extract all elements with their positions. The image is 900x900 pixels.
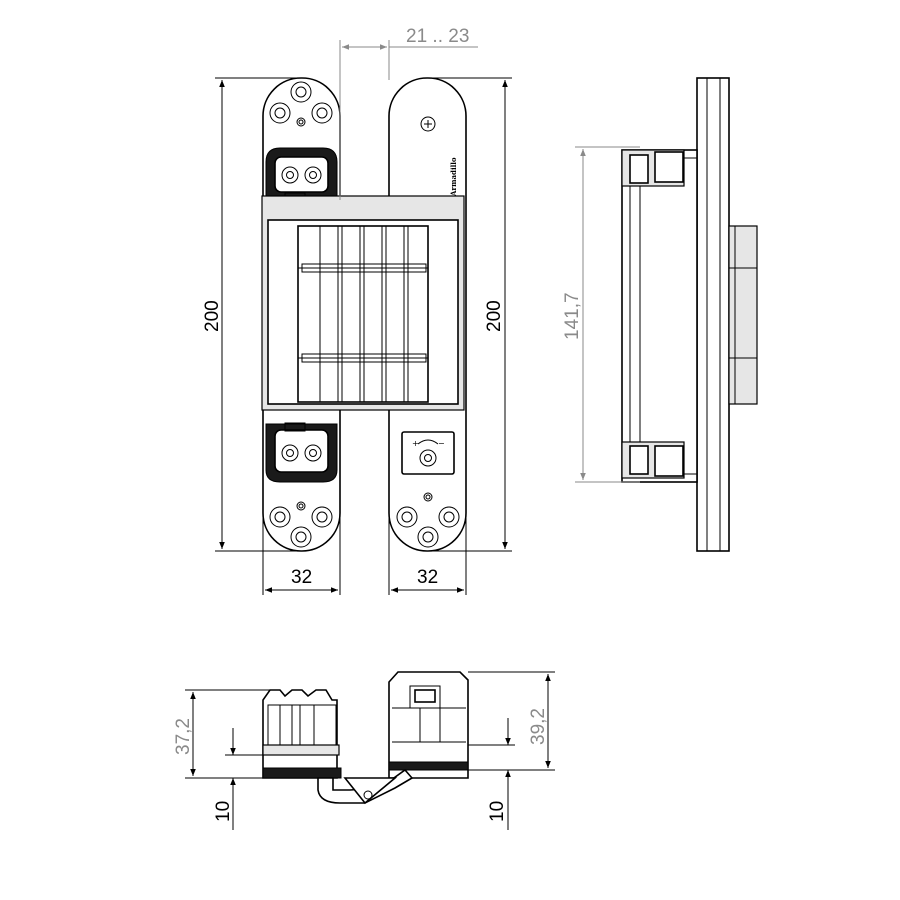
dimension-offset-right: 10 [468, 718, 515, 830]
side-knuckle [728, 225, 758, 405]
brand-logo: Armadillo [449, 157, 458, 197]
dim-offset-left-label: 10 [213, 801, 234, 822]
left-top-screw-holes [269, 81, 333, 127]
dimension-side-length: 141,7 [562, 146, 640, 483]
dim-depth-right-label: 39,2 [528, 708, 549, 745]
right-top-screw [420, 116, 436, 132]
dim-depth-left-label: 37,2 [173, 718, 194, 755]
dim-height-left-label: 200 [202, 300, 223, 332]
dim-height-right-label: 200 [484, 300, 505, 332]
dim-side-length-label: 141,7 [562, 292, 583, 340]
side-top-clip [621, 149, 685, 187]
bottom-left-body [262, 689, 342, 779]
bottom-right-body [388, 671, 469, 779]
dimension-gap: 21 .. 23 [339, 26, 478, 200]
dim-offset-right-label: 10 [487, 801, 508, 822]
dim-width-left-label: 32 [291, 567, 312, 588]
dimension-width-right: 32 [388, 480, 467, 595]
dimension-width-left: 32 [262, 480, 341, 595]
side-bottom-clip [621, 441, 685, 479]
bottom-linkage [317, 768, 414, 805]
right-bottom-screw-holes [396, 492, 460, 548]
left-bottom-screw-holes [269, 501, 333, 548]
dimension-height-right: 200 [430, 77, 512, 552]
dimension-depth-right: 39,2 [468, 671, 555, 771]
dim-gap-label: 21 .. 23 [406, 26, 469, 47]
dimension-height-left: 200 [202, 77, 300, 552]
dimension-depth-left: 37,2 [173, 689, 270, 779]
left-bottom-adjuster [265, 422, 338, 483]
dim-width-right-label: 32 [417, 567, 438, 588]
hinge-center-body [261, 195, 465, 411]
svg-text:−: − [438, 439, 445, 448]
right-bottom-adjuster: + − [401, 431, 455, 475]
side-view [621, 77, 758, 552]
left-top-adjuster: ⅡⅡ [265, 147, 338, 202]
svg-text:+: + [412, 439, 419, 448]
dimension-offset-left: 10 [213, 728, 265, 830]
bottom-view [262, 671, 469, 805]
